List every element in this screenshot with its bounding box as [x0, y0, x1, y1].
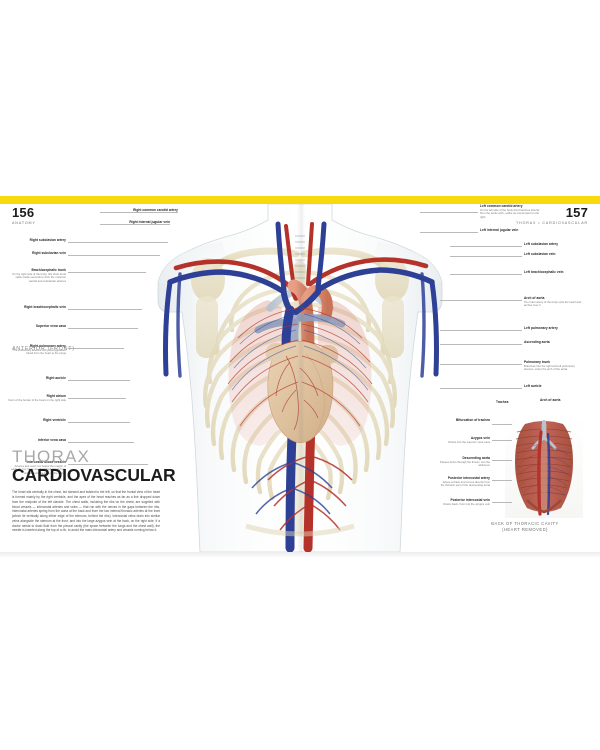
- label-left-subclavian-artery: Left subclavian artery: [524, 242, 559, 246]
- leader-line: [68, 255, 160, 256]
- accent-bar: [0, 196, 600, 204]
- label-right-brachiocephalic-vein: Right brachiocephalic vein: [24, 305, 66, 309]
- label-right-auricle: Right auricle: [46, 376, 66, 380]
- section-label-left: ANATOMY: [12, 221, 36, 225]
- label-intercostal-blood-vessels: Intercostal blood vessels Arteries and v…: [11, 460, 66, 475]
- leader-line: [68, 348, 124, 349]
- leader-line: [492, 502, 512, 503]
- label-right-pulmonary-artery: Right pulmonary artery The pulmonary art…: [12, 344, 66, 356]
- leader-line: [492, 424, 512, 425]
- label-arch-of-aorta-inset: Arch of aorta: [540, 398, 561, 402]
- label-posterior-intercostal-vein: Posterior intercostal vein Drains back, …: [443, 498, 490, 506]
- leader-line: [420, 232, 478, 233]
- label-right-subclavian-vein: Right subclavian vein: [32, 251, 66, 255]
- label-posterior-intercostal-artery: Posterior intercostal artery Arises at b…: [440, 476, 490, 488]
- torso-figure: [157, 204, 443, 552]
- page-title: CARDIOVASCULAR: [12, 465, 176, 485]
- inset-caption-line2: (HEART REMOVED): [502, 526, 548, 532]
- leader-line: [450, 256, 522, 257]
- label-left-auricle: Left auricle: [524, 384, 542, 388]
- leader-line: [68, 242, 168, 243]
- leader-line: [492, 460, 512, 461]
- leader-line: [100, 212, 178, 213]
- label-pulmonary-trunk: Pulmonary trunk Branches into the right …: [524, 360, 575, 372]
- label-bifurcation-of-trachea: Bifurcation of trachea: [455, 418, 490, 422]
- page-bottom-shadow: [0, 552, 600, 558]
- leader-line: [440, 300, 522, 301]
- label-right-subclavian-artery: Right subclavian artery: [29, 238, 66, 242]
- intro-paragraph: The heart sits centrally in the chest, b…: [12, 490, 160, 533]
- leader-line: [68, 398, 126, 399]
- label-brachiocephalic-trunk: Brachiocephalic trunk On the right side …: [12, 268, 66, 283]
- view-caption-anterior: ANTERIOR (FRONT): [12, 346, 75, 352]
- leader-line: [68, 442, 134, 443]
- label-right-atrium: Right atrium Form of the border of the h…: [8, 394, 66, 402]
- inset-back-of-thorax: [505, 418, 583, 518]
- leader-line: [440, 330, 522, 331]
- leader-line: [450, 246, 522, 247]
- label-left-common-carotid-artery: Left common carotid artery On the left s…: [480, 204, 540, 219]
- leader-line: [68, 464, 148, 465]
- leader-line: [68, 422, 130, 423]
- label-inferior-vena-cava: Inferior vena cava: [37, 438, 66, 442]
- page-number-right: 157: [565, 205, 588, 220]
- title-block: THORAX CARDIOVASCULAR The heart sits cen…: [12, 447, 176, 533]
- folio-right: 157 THORAX • CARDIOVASCULAR: [516, 206, 588, 225]
- title-kicker: THORAX: [12, 447, 91, 466]
- book-spread: 156 ANATOMY 157 THORAX • CARDIOVASCULAR …: [0, 196, 600, 552]
- leader-line: [440, 344, 522, 345]
- label-azygos-vein: Azygos vein Drains into the superior ven…: [448, 436, 490, 444]
- leader-line: [68, 328, 138, 329]
- leader-line: [68, 272, 146, 273]
- label-superior-vena-cava: Superior vena cava: [35, 324, 66, 328]
- leader-line: [440, 388, 522, 389]
- section-label-right: THORAX • CARDIOVASCULAR: [515, 221, 588, 225]
- inset-caption-line1: BACK OF THORACIC CAVITY: [491, 521, 559, 526]
- leader-line: [492, 480, 512, 481]
- label-descending-aorta: Descending aorta Passes down through the…: [440, 456, 490, 468]
- leader-line: [68, 309, 142, 310]
- label-right-common-carotid-artery: Right common carotid artery: [133, 208, 178, 212]
- leader-line: [440, 364, 522, 365]
- label-arch-of-aorta: Arch of aorta The main artery of the bod…: [524, 296, 582, 308]
- anatomical-illustration: [0, 204, 600, 552]
- leader-line: [450, 274, 522, 275]
- label-left-brachiocephalic-vein: Left brachiocephalic vein: [524, 270, 564, 274]
- label-left-internal-jugular-vein: Left internal jugular vein: [480, 228, 519, 232]
- label-right-ventricle: Right ventricle: [43, 418, 66, 422]
- label-ascending-aorta: Ascending aorta: [524, 340, 550, 344]
- inset-caption: BACK OF THORACIC CAVITY (HEART REMOVED): [470, 521, 580, 533]
- label-left-pulmonary-artery: Left pulmonary artery: [524, 326, 558, 330]
- leader-line: [420, 212, 478, 213]
- leader-line: [68, 380, 130, 381]
- label-trachea: Trachea: [496, 400, 509, 404]
- leader-line: [100, 224, 170, 225]
- page-number-left: 156: [12, 205, 35, 220]
- folio-left: 156 ANATOMY: [12, 206, 36, 225]
- leader-line: [492, 440, 512, 441]
- label-left-subclavian-vein: Left subclavian vein: [524, 252, 556, 256]
- label-right-internal-jugular-vein: Right internal jugular vein: [129, 220, 170, 224]
